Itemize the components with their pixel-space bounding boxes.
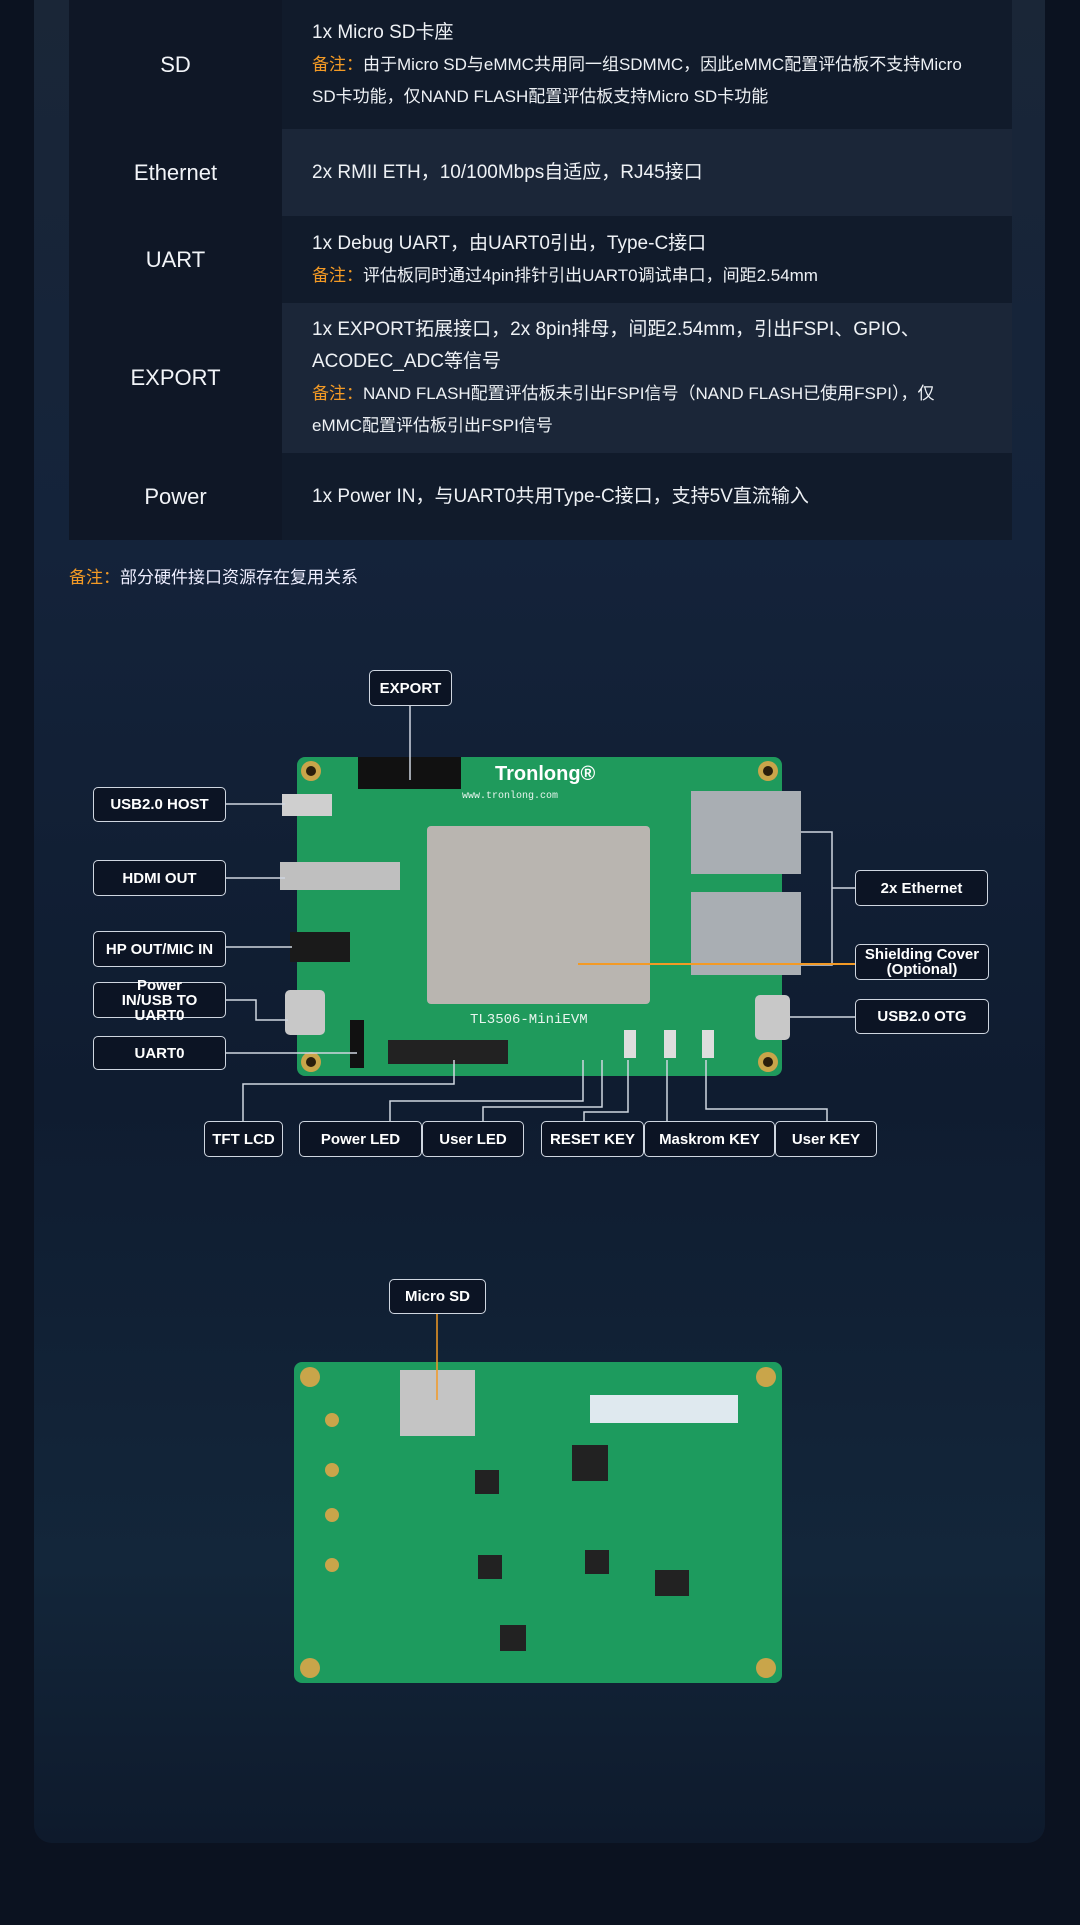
callout-ethernet: 2x Ethernet xyxy=(855,870,988,906)
callout-micro-sd: Micro SD xyxy=(389,1279,486,1314)
note-prefix: 备注： xyxy=(312,265,363,285)
callout-usb-host: USB2.0 HOST xyxy=(93,787,226,822)
board-model: TL3506-MiniEVM xyxy=(470,1012,588,1028)
table-row-uart: UART 1x Debug UART，由UART0引出，Type-C接口 备注：… xyxy=(69,216,1012,303)
row-label: SD xyxy=(69,0,282,129)
callout-uart0: UART0 xyxy=(93,1036,226,1070)
note-text: 部分硬件接口资源存在复用关系 xyxy=(120,568,358,587)
table-row-power: Power 1x Power IN，与UART0共用Type-C接口，支持5V直… xyxy=(69,453,1012,540)
callout-hdmi-out: HDMI OUT xyxy=(93,860,226,896)
bottom-board-image xyxy=(294,1362,782,1683)
top-board-image: Tronlong® www.tronlong.com TL3506-MiniEV… xyxy=(280,757,801,1076)
callout-power-led: Power LED xyxy=(299,1121,422,1157)
note-prefix: 备注： xyxy=(312,384,363,403)
row-label: UART xyxy=(69,216,282,303)
callout-shielding-cover: Shielding Cover (Optional) xyxy=(855,944,989,980)
row-value: 1x Power IN，与UART0共用Type-C接口，支持5V直流输入 xyxy=(312,485,809,507)
callout-hp-out: HP OUT/MIC IN xyxy=(93,931,226,967)
row-label: Power xyxy=(69,453,282,540)
table-row-export: EXPORT 1x EXPORT拓展接口，2x 8pin排母，间距2.54mm，… xyxy=(69,303,1012,453)
note-prefix: 备注： xyxy=(69,568,120,587)
row-value: 1x Micro SD卡座 xyxy=(312,21,454,43)
row-value: 1x Debug UART，由UART0引出，Type-C接口 xyxy=(312,232,707,254)
board-url: www.tronlong.com xyxy=(462,790,558,802)
callout-maskrom-key: Maskrom KEY xyxy=(644,1121,775,1157)
brand-logo: Tronlong® xyxy=(495,763,596,785)
callout-reset-key: RESET KEY xyxy=(541,1121,644,1157)
row-value: 1x EXPORT拓展接口，2x 8pin排母，间距2.54mm，引出FSPI、… xyxy=(312,319,920,372)
row-note: 评估板同时通过4pin排针引出UART0调试串口，间距2.54mm xyxy=(363,265,818,285)
callout-usb-otg: USB2.0 OTG xyxy=(855,999,989,1034)
row-value: 2x RMII ETH，10/100Mbps自适应，RJ45接口 xyxy=(312,161,703,183)
row-label: EXPORT xyxy=(69,303,282,453)
callout-power-in: Power IN/USB TO UART0 xyxy=(93,978,226,1023)
callout-user-key: User KEY xyxy=(775,1121,877,1157)
table-note: 备注：部分硬件接口资源存在复用关系 xyxy=(69,563,358,588)
note-prefix: 备注： xyxy=(312,54,363,74)
callout-tft-lcd: TFT LCD xyxy=(204,1121,283,1157)
row-label: Ethernet xyxy=(69,129,282,216)
table-row-sd: SD 1x Micro SD卡座 备注：由于Micro SD与eMMC共用同一组… xyxy=(69,0,1012,129)
callout-export: EXPORT xyxy=(369,670,452,706)
row-note: 由于Micro SD与eMMC共用同一组SDMMC，因此eMMC配置评估板不支持… xyxy=(312,54,962,106)
row-note: NAND FLASH配置评估板未引出FSPI信号（NAND FLASH已使用FS… xyxy=(312,384,935,435)
table-row-ethernet: Ethernet 2x RMII ETH，10/100Mbps自适应，RJ45接… xyxy=(69,129,1012,216)
callout-user-led: User LED xyxy=(422,1121,524,1157)
